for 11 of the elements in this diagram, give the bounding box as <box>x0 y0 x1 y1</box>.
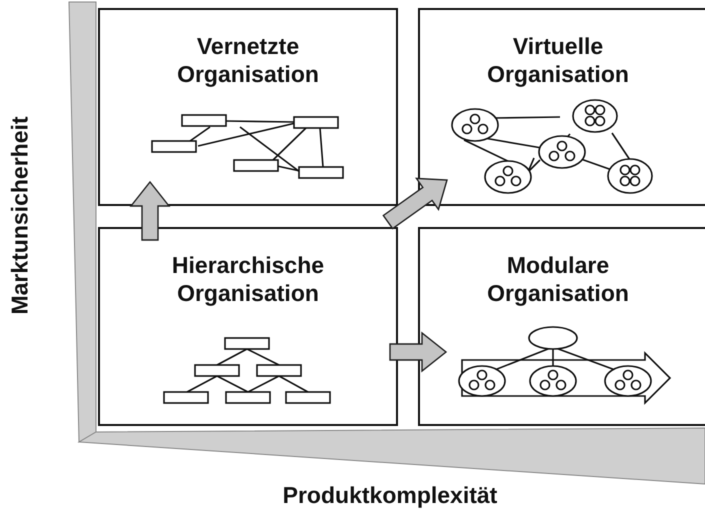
block-arrow <box>389 332 448 372</box>
panel-title: Virtuelle Organisation <box>486 32 630 88</box>
block-arrow <box>130 180 170 241</box>
block-arrow <box>382 178 448 230</box>
axis-label: Marktunsicherheit <box>6 116 34 314</box>
panel-title: Hierarchische Organisation <box>170 251 326 307</box>
panel-title: Modulare Organisation <box>486 251 630 307</box>
axis-label: Produktkomplexität <box>282 482 498 508</box>
panel-title: Vernetzte Organisation <box>176 32 320 88</box>
quadrant-panel <box>98 8 398 206</box>
quadrant-panel <box>98 227 398 426</box>
